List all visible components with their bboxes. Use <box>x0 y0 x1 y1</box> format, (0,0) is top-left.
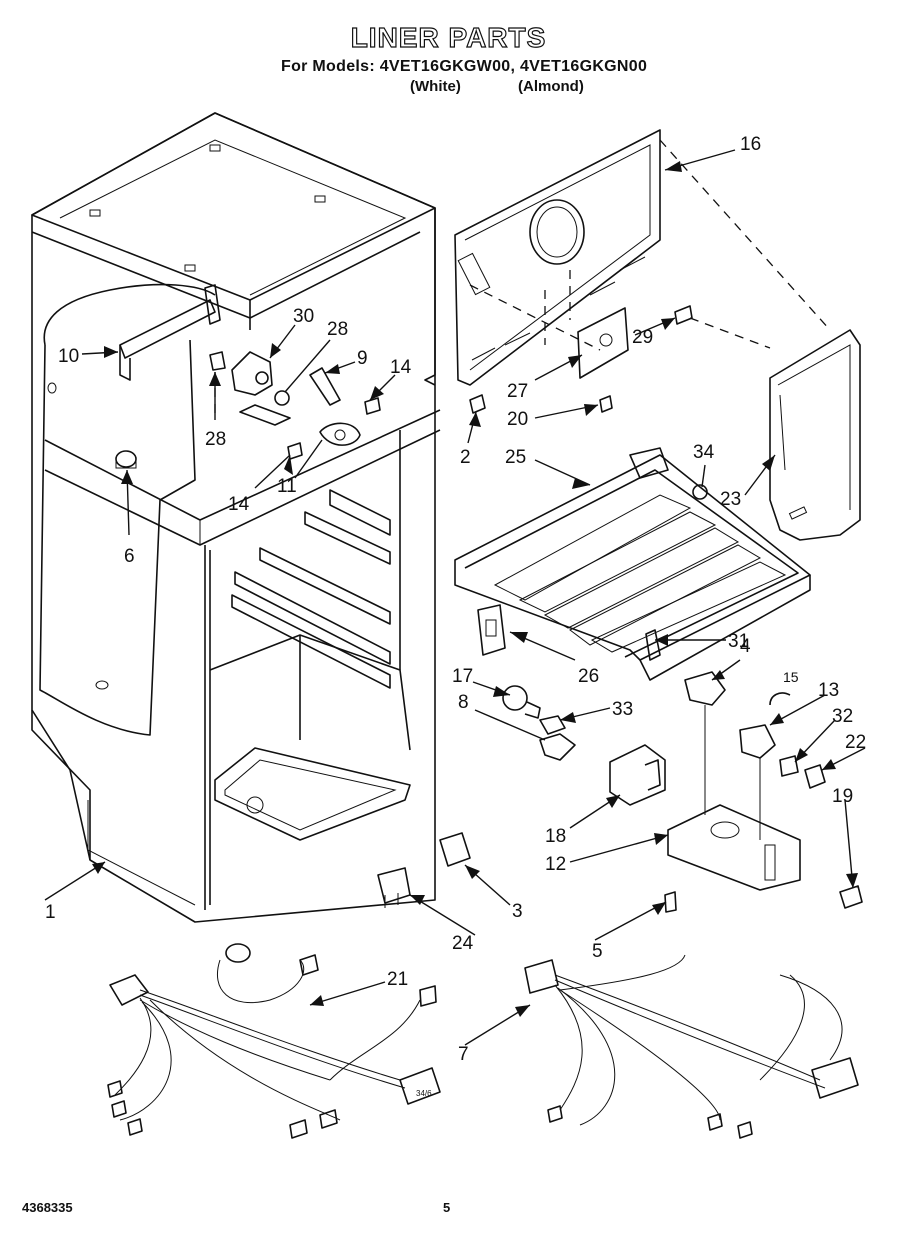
callout-27: 27 <box>507 381 528 402</box>
callout-20: 20 <box>507 409 528 430</box>
light-and-thermostat-drawing <box>377 604 863 913</box>
callout-6: 6 <box>124 546 135 567</box>
evaporator-cover-drawing <box>454 129 831 414</box>
control-parts-drawing <box>209 351 381 460</box>
callout-23: 23 <box>720 489 741 510</box>
callout-arrowheads <box>92 161 858 1017</box>
callout-numbers: 16 10 30 28 9 14 28 14 11 6 29 27 20 2 2… <box>45 134 866 1065</box>
document-number: 4368335 <box>22 1200 73 1215</box>
air-duct-drawing <box>769 329 861 541</box>
callout-28-upper: 28 <box>327 319 348 340</box>
variant-almond-label: (Almond) <box>518 78 584 95</box>
page-number: 5 <box>443 1200 451 1215</box>
callout-12: 12 <box>545 854 566 875</box>
callout-11: 11 <box>277 476 297 497</box>
callout-24: 24 <box>452 933 474 954</box>
variant-white-label: (White) <box>410 78 461 95</box>
callout-9: 9 <box>357 348 368 369</box>
callout-13: 13 <box>818 680 839 701</box>
callout-2: 2 <box>460 447 471 468</box>
callout-34: 34 <box>693 442 715 463</box>
callout-31: 31 <box>728 631 749 652</box>
callout-22: 22 <box>845 732 866 753</box>
callout-17: 17 <box>452 666 473 687</box>
callout-26: 26 <box>578 666 599 687</box>
freezer-shelf-drawing <box>454 447 811 681</box>
callout-1: 1 <box>45 902 56 923</box>
callout-33: 33 <box>612 699 633 720</box>
callout-8: 8 <box>458 692 469 713</box>
connector-label: 34/6 <box>416 1089 432 1098</box>
callout-30: 30 <box>293 306 314 327</box>
callout-14-lower: 14 <box>228 494 250 515</box>
callout-28-lower: 28 <box>205 429 226 450</box>
callout-16: 16 <box>740 134 761 155</box>
cabinet-liner-drawing <box>31 112 441 923</box>
page-title: LINER PARTS <box>350 21 547 53</box>
callout-4: 4 <box>740 636 751 657</box>
callout-21: 21 <box>387 969 408 990</box>
wiring-harness-drawing: 34/6 <box>107 943 859 1139</box>
callout-19: 19 <box>832 786 853 807</box>
callout-3: 3 <box>512 901 523 922</box>
callout-10: 10 <box>58 346 79 367</box>
callout-25: 25 <box>505 447 526 468</box>
callout-32: 32 <box>832 706 853 727</box>
model-numbers: For Models: 4VET16GKGW00, 4VET16GKGN00 <box>281 58 648 75</box>
callout-18: 18 <box>545 826 566 847</box>
callout-15: 15 <box>783 669 799 685</box>
callout-14-upper: 14 <box>390 357 412 378</box>
callout-7: 7 <box>458 1044 469 1065</box>
callout-29: 29 <box>632 327 653 348</box>
callout-5: 5 <box>592 941 603 962</box>
